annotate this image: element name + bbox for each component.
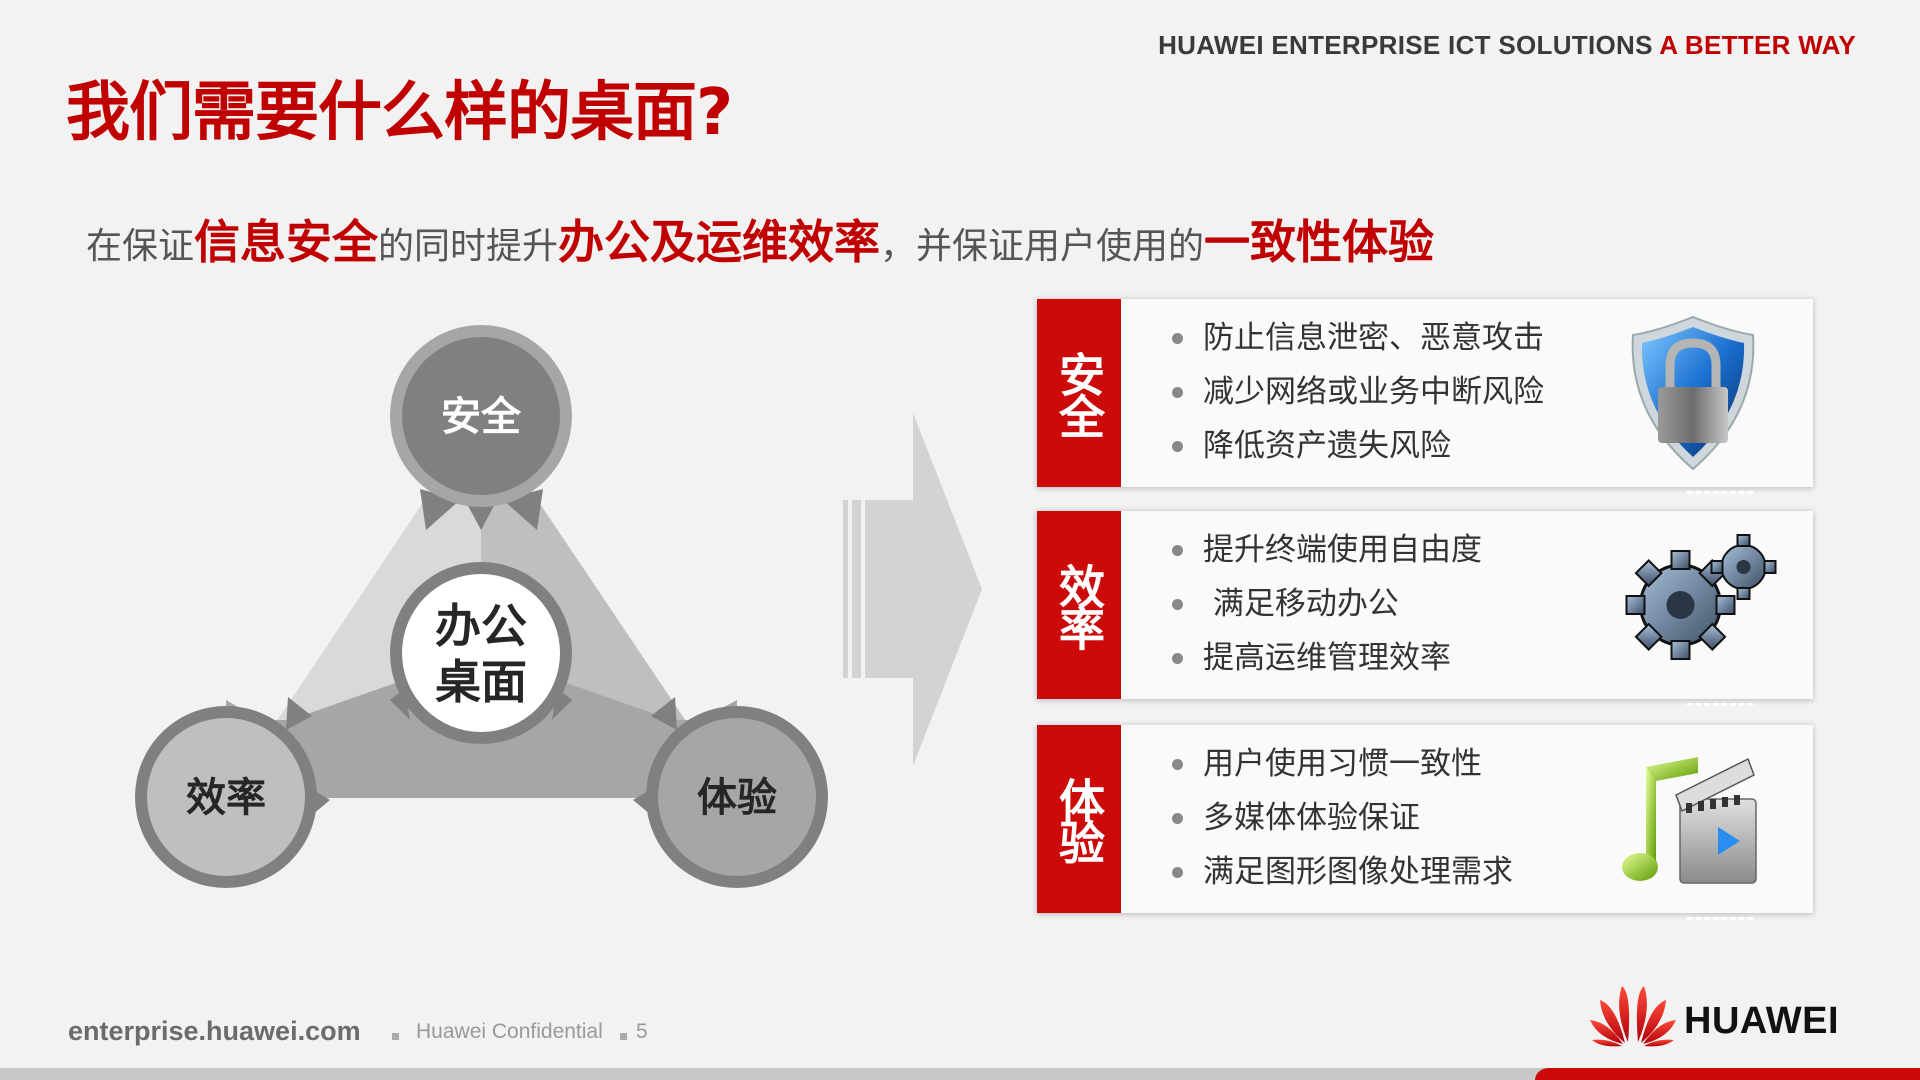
bullet-icon xyxy=(1172,386,1183,398)
bullet-icon xyxy=(1172,332,1183,344)
card-security: 安全 防止信息泄密、恶意攻击 减少网络或业务中断风险 降低资产遗失风险 xyxy=(1037,299,1813,494)
tagline-main: HUAWEI ENTERPRISE ICT SOLUTIONS xyxy=(1158,30,1660,60)
card-list: 提升终端使用自由度 满足移动办公 提高运维管理效率 xyxy=(1167,523,1482,685)
list-item: 多媒体体验保证 xyxy=(1167,791,1513,845)
list-item-text: 提升终端使用自由度 xyxy=(1203,532,1482,568)
left-circle xyxy=(147,718,305,876)
center-circle xyxy=(402,574,560,732)
bullet-icon xyxy=(1172,812,1183,824)
subtitle-part: 在保证 xyxy=(86,226,195,267)
list-item: 提高运维管理效率 xyxy=(1167,631,1482,685)
center-line-2: 桌面 xyxy=(435,655,527,709)
card-side-label: 效率 xyxy=(1037,511,1121,699)
bullet-icon xyxy=(1172,544,1183,556)
bullet-icon xyxy=(1172,652,1183,664)
right-arrow-icon xyxy=(843,413,982,766)
card-efficiency: 效率 提升终端使用自由度 满足移动办公 提高运维管理效率 xyxy=(1037,511,1813,706)
list-item-text: 提高运维管理效率 xyxy=(1203,640,1451,676)
header-tagline: HUAWEI ENTERPRISE ICT SOLUTIONS A BETTER… xyxy=(1158,30,1856,61)
bullet-icon xyxy=(1172,440,1183,452)
list-item: 用户使用习惯一致性 xyxy=(1167,737,1513,791)
footer-separator xyxy=(620,1033,627,1040)
card-experience: 体验 用户使用习惯一致性 多媒体体验保证 满足图形图像处理需求 xyxy=(1037,725,1813,920)
card-list: 用户使用习惯一致性 多媒体体验保证 满足图形图像处理需求 xyxy=(1167,737,1513,899)
card-label: 体验 xyxy=(1052,777,1106,861)
list-item: 满足移动办公 xyxy=(1167,577,1482,631)
right-circle-label: 体验 xyxy=(697,775,777,821)
list-item-text: 减少网络或业务中断风险 xyxy=(1203,374,1544,410)
bottom-band-gray xyxy=(0,1068,1920,1080)
list-item-text: 防止信息泄密、恶意攻击 xyxy=(1203,320,1544,356)
center-circle-label: 办公 桌面 xyxy=(421,598,541,710)
list-item: 防止信息泄密、恶意攻击 xyxy=(1167,311,1544,365)
top-circle-label: 安全 xyxy=(441,394,521,440)
footer-confidential: Huawei Confidential xyxy=(416,1020,603,1043)
card-label: 安全 xyxy=(1052,351,1106,435)
tagline-accent: A BETTER WAY xyxy=(1659,30,1856,60)
page-title: 我们需要什么样的桌面? xyxy=(66,76,733,150)
left-circle-label: 效率 xyxy=(186,775,266,821)
list-item: 降低资产遗失风险 xyxy=(1167,419,1544,473)
multimedia-icon xyxy=(1622,757,1757,884)
page-number: 5 xyxy=(636,1020,648,1043)
triangle-diagram xyxy=(135,325,828,888)
card-side-label: 安全 xyxy=(1037,299,1121,487)
huawei-logo-icon xyxy=(1590,986,1676,1047)
list-item: 减少网络或业务中断风险 xyxy=(1167,365,1544,419)
subtitle-part: ，并保证用户使用的 xyxy=(880,226,1205,267)
subtitle-highlight: 信息安全 xyxy=(194,215,379,269)
top-circle xyxy=(402,337,560,495)
list-item-text: 用户使用习惯一致性 xyxy=(1203,746,1482,782)
footer-separator xyxy=(392,1033,399,1040)
bottom-band-red xyxy=(1535,1068,1920,1080)
bullet-icon xyxy=(1172,598,1183,610)
subtitle-part: 的同时提升 xyxy=(378,226,559,267)
list-item-text: 降低资产遗失风险 xyxy=(1203,428,1451,464)
gears-icon xyxy=(1625,534,1777,660)
card-label: 效率 xyxy=(1052,563,1106,647)
list-item: 满足图形图像处理需求 xyxy=(1167,845,1513,899)
subtitle-highlight: 办公及运维效率 xyxy=(558,215,881,269)
list-item-text: 多媒体体验保证 xyxy=(1203,800,1420,836)
subtitle-highlight: 一致性体验 xyxy=(1204,215,1435,269)
center-line-1: 办公 xyxy=(435,599,527,653)
list-item: 提升终端使用自由度 xyxy=(1167,523,1482,577)
list-item-text: 满足移动办公 xyxy=(1203,586,1399,622)
card-list: 防止信息泄密、恶意攻击 减少网络或业务中断风险 降低资产遗失风险 xyxy=(1167,311,1544,473)
huawei-logo-text: HUAWEI xyxy=(1684,1000,1839,1042)
shield-lock-icon xyxy=(1631,315,1755,471)
bullet-icon xyxy=(1172,758,1183,770)
footer-url[interactable]: enterprise.huawei.com xyxy=(68,1016,361,1046)
subtitle: 在保证信息安全的同时提升办公及运维效率，并保证用户使用的一致性体验 xyxy=(86,212,1434,277)
bullet-icon xyxy=(1172,866,1183,878)
right-circle xyxy=(658,718,816,876)
card-side-label: 体验 xyxy=(1037,725,1121,913)
list-item-text: 满足图形图像处理需求 xyxy=(1203,854,1513,890)
